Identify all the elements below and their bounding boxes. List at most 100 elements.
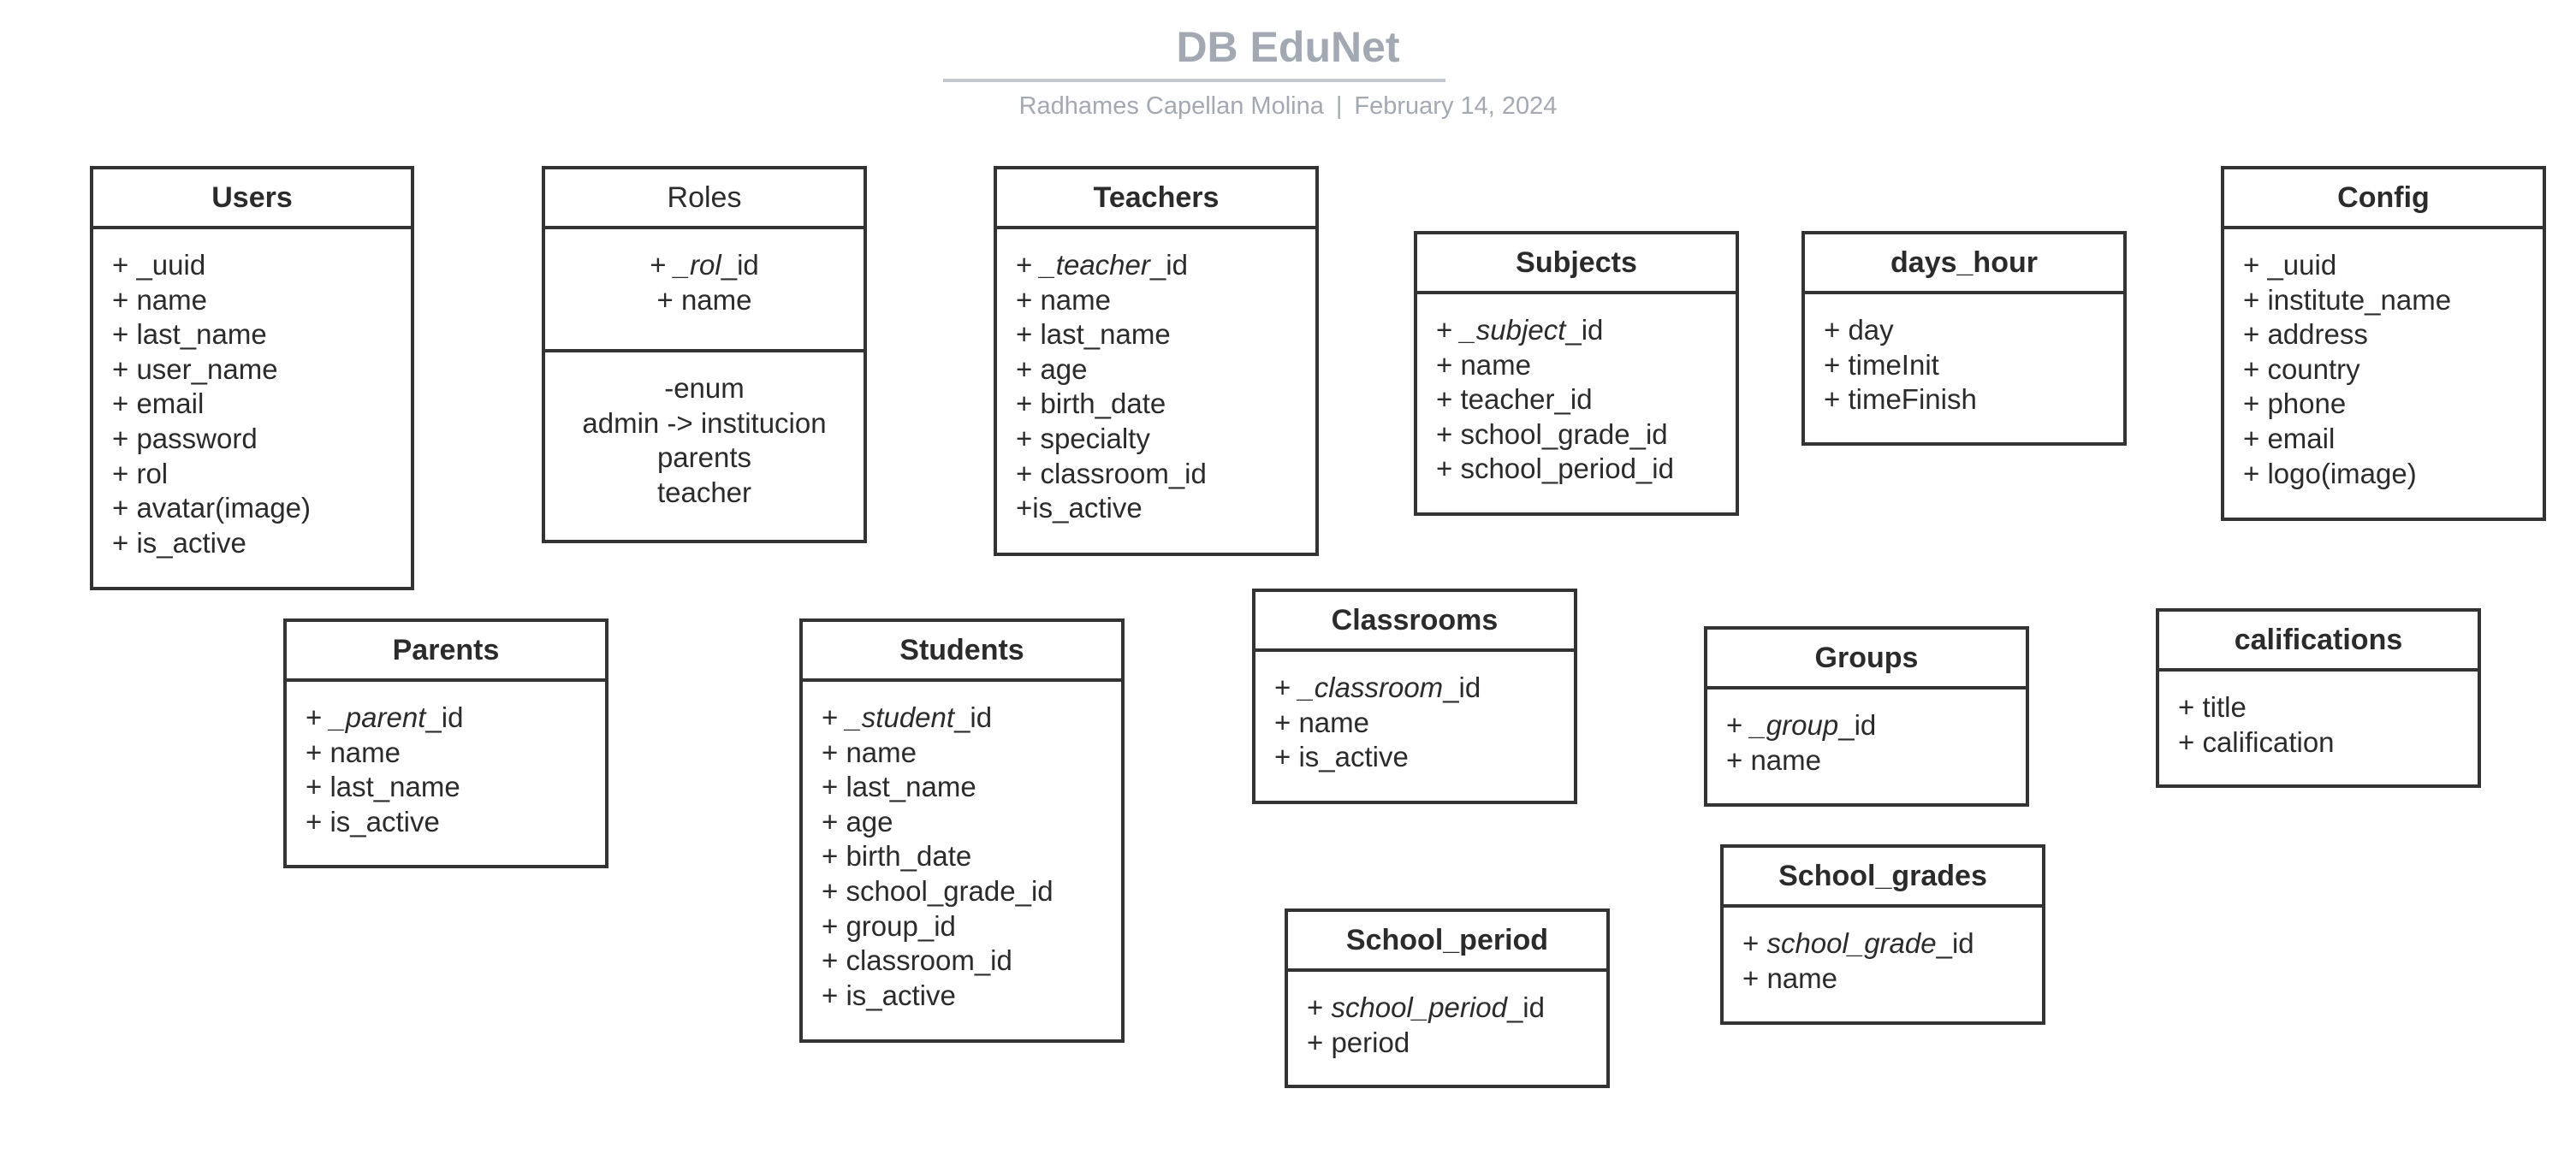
entity-fields: + _parent_id+ name+ last_name+ is_active [287,682,605,839]
field-name: is_active [1298,741,1409,773]
field-name: name [680,283,752,316]
field-row: + phone [2243,387,2543,422]
subtitle-separator: | [1335,92,1343,120]
entity-fields: + school_period_id+ period [1288,972,1606,1060]
entity-days-hour[interactable]: days_hour + day+ timeInit+ timeFinish [1801,231,2127,446]
field-prefix: + [306,701,330,733]
field-row: + rol [112,457,411,492]
field-name: day [1848,314,1894,346]
note-line: teacher [656,476,752,508]
field-row: + school_period_id [1436,452,1736,487]
field-name: name [1460,348,1532,381]
entity-title: Teachers [997,169,1315,229]
field-row: + email [112,387,411,422]
field-prefix: + [1436,453,1461,485]
field-row: + group_id [822,909,1121,944]
field-row: + timeInit [1824,348,2123,383]
entity-fields: + _classroom_id+ name+ is_active [1255,652,1574,775]
field-name: _uuid [136,249,206,281]
field-row: + birth_date [1016,387,1315,422]
field-prefix: + [112,526,137,559]
field-row: + _group_id [1726,708,2026,743]
field-row: + calification [2178,725,2478,760]
field-row: + name [112,283,411,318]
field-row: + _teacher_id [1016,248,1315,283]
field-name: name [1298,706,1370,738]
field-name: email [2267,422,2336,454]
field-name: email [136,388,205,420]
entity-title: califications [2159,612,2478,672]
field-name: timeInit [1848,348,1939,381]
field-prefix: + [822,805,846,837]
field-name: phone [2267,388,2347,420]
entity-fields: + school_grade_id+ name [1724,908,2042,996]
field-name: school_period_id [1460,453,1674,485]
field-prefix: + [1274,672,1299,703]
entity-califications[interactable]: califications + title+ calification [2156,608,2481,788]
field-prefix: + [822,736,846,768]
field-name: classroom_id [1040,457,1207,489]
author-name: Radhames Capellan Molina [1018,92,1324,120]
field-prefix: + [1824,314,1849,346]
field-name: _id [721,249,759,281]
field-name: logo(image) [2267,457,2417,489]
field-prefix: + [1016,318,1041,351]
entity-teachers[interactable]: Teachers + _teacher_id+ name+ last_name+… [994,166,1319,556]
entity-title: Students [803,622,1121,682]
field-prefix: + [1016,283,1041,316]
field-prefix: + [112,283,137,316]
field-prefix: + [822,909,846,942]
field-row: + _subject_id [1436,313,1736,348]
entity-school-period[interactable]: School_period + school_period_id+ period [1285,908,1610,1088]
field-prefix: + [1016,457,1041,489]
field-prefix: + [822,874,846,907]
field-name: name [329,736,401,768]
field-prefix: + [1016,422,1041,454]
field-row: + last_name [112,317,411,352]
field-row: + name [306,736,605,771]
field-row: + email [2243,422,2543,457]
field-prefix: + [1016,249,1041,281]
field-prefix: + [1274,741,1299,773]
title-underline [943,79,1445,82]
entity-title: days_hour [1805,234,2123,294]
field-name: calification [2202,725,2335,758]
entity-parents[interactable]: Parents + _parent_id+ name+ last_name+ i… [283,618,608,868]
field-prefix: + [1436,314,1461,346]
field-name: avatar(image) [136,492,312,524]
field-row: + avatar(image) [112,491,411,526]
entity-config[interactable]: Config + _uuid+ institute_name+ address+… [2221,166,2546,521]
field-row: + is_active [822,979,1121,1014]
field-name: timeFinish [1848,383,1977,416]
entity-classrooms[interactable]: Classrooms + _classroom_id+ name+ is_act… [1252,589,1577,804]
entity-subjects[interactable]: Subjects + _subject_id+ name+ teacher_id… [1414,231,1739,516]
field-name: name [136,283,208,316]
field-name-italic: _classroom [1298,672,1444,703]
field-row: + name [1742,962,2042,997]
field-row: + address [2243,317,2543,352]
entity-users[interactable]: Users + _uuid+ name+ last_name+ user_nam… [90,166,414,590]
field-name: name [846,736,917,768]
field-prefix: + [822,701,846,733]
note-line: admin -> institucion [582,406,827,439]
field-row: + _student_id [822,701,1121,736]
note-line: -enum [664,372,745,404]
field-row: + period [1307,1026,1606,1061]
field-row: + name [1726,743,2026,778]
field-prefix: + [2243,352,2268,385]
field-name: period [1331,1026,1410,1058]
field-prefix: + [656,283,681,316]
entity-title: School_grades [1724,848,2042,908]
field-prefix: + [112,422,137,454]
field-prefix: + [112,492,137,524]
entity-school-grades[interactable]: School_grades + school_grade_id+ name [1720,844,2045,1025]
field-row: +is_active [1016,491,1315,526]
field-prefix: + [306,736,330,768]
field-row: + teacher_id [1436,382,1736,417]
entity-title: School_period [1288,912,1606,972]
field-name-italic: _parent [329,701,426,733]
entity-groups[interactable]: Groups + _group_id+ name [1704,626,2029,807]
field-name: last_name [1040,318,1171,351]
entity-students[interactable]: Students + _student_id+ name+ last_name+… [799,618,1125,1043]
